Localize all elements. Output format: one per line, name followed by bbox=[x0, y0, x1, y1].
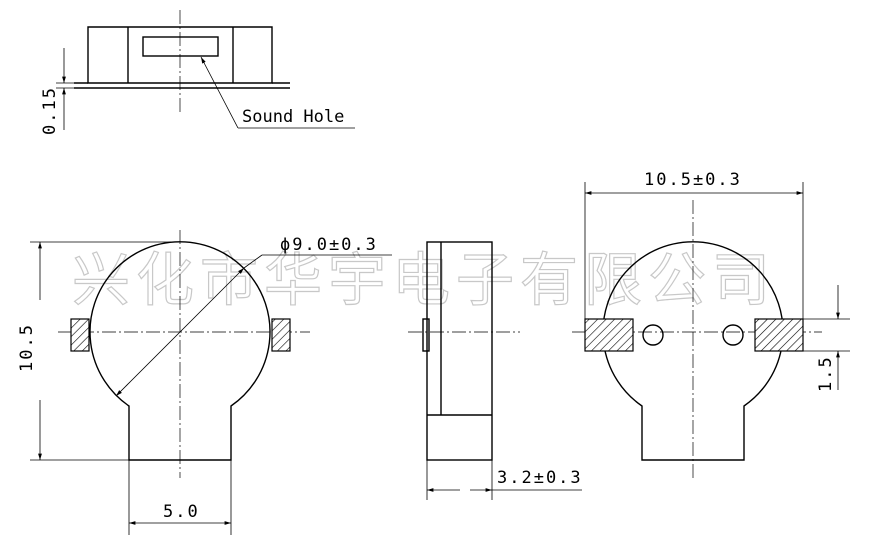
front-terminal-left bbox=[70, 318, 90, 352]
pad-span-label: 10.5±0.3 bbox=[644, 170, 742, 190]
diameter-arrow bbox=[115, 267, 245, 397]
bottom-hole-left bbox=[642, 324, 664, 346]
bottom-pad-right bbox=[754, 318, 804, 352]
side-view-terminal bbox=[422, 318, 430, 352]
front-view-body bbox=[89, 241, 271, 461]
bottom-view: 10.5±0.3 1.5 bbox=[572, 170, 850, 480]
bottom-hole-right bbox=[722, 324, 744, 346]
front-terminal-right bbox=[271, 318, 291, 352]
side-thickness-label: 3.2±0.3 bbox=[497, 468, 583, 488]
top-view-flange bbox=[74, 82, 290, 89]
sound-hole-label: Sound Hole bbox=[242, 107, 344, 127]
thickness-label: 0.15 bbox=[40, 86, 60, 135]
diameter-leader bbox=[243, 254, 263, 269]
top-view: 0.15 Sound Hole bbox=[40, 10, 355, 135]
sound-hole bbox=[142, 36, 219, 57]
height-label: 10.5 bbox=[17, 323, 37, 372]
sound-hole-leader bbox=[200, 56, 239, 129]
watermark-text: 兴化市华宇电子有限公司 bbox=[72, 246, 776, 314]
diameter-label: ϕ9.0±0.3 bbox=[280, 235, 378, 255]
neck-width-label: 5.0 bbox=[163, 502, 200, 522]
side-view: 3.2±0.3 bbox=[408, 241, 583, 500]
front-view: ϕ9.0±0.3 10.5 5.0 bbox=[17, 230, 392, 535]
bottom-pad-left bbox=[584, 318, 634, 352]
pad-height-label: 1.5 bbox=[816, 355, 836, 392]
